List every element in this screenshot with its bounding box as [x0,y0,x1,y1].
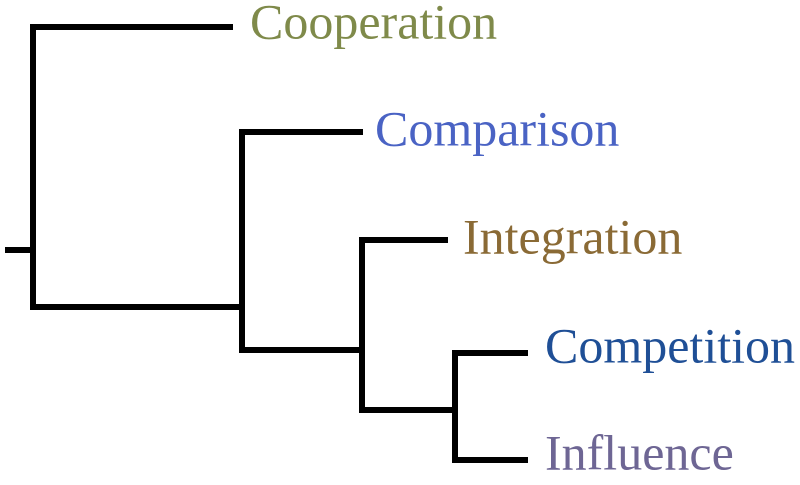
dendrogram-labels: Cooperation Comparison Integration Compe… [250,0,795,480]
branch-node-3 [359,237,458,413]
branch-node-2 [239,129,365,353]
leaf-label-competition: Competition [545,317,795,373]
branch-root [30,24,245,310]
leaf-label-comparison: Comparison [375,100,619,156]
leaf-label-influence: Influence [545,424,734,480]
leaf-label-integration: Integration [463,208,682,264]
branch-node-4 [452,350,528,463]
dendrogram-branches [5,24,528,463]
leaf-label-cooperation: Cooperation [250,0,497,49]
